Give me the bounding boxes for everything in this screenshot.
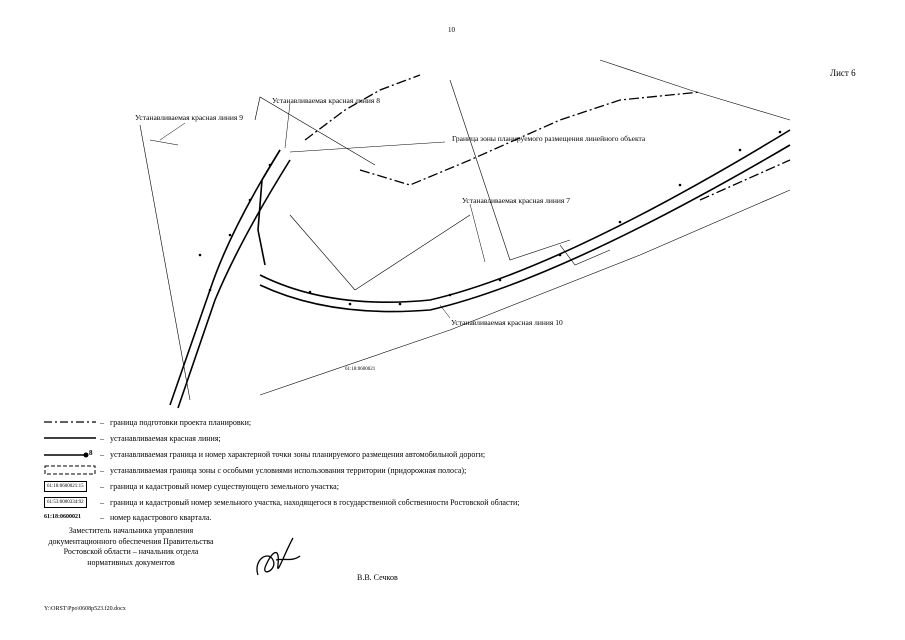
legend-item-existing-parcel: 61:18:0600021:15 –граница и кадастровый … bbox=[44, 480, 339, 492]
red-line-7-label: Устанавливаемая красная линия 7 bbox=[462, 196, 570, 205]
cadastral-block-label: 61:18:0600021 bbox=[345, 367, 376, 372]
legend-item-state-parcel: 61:53:0000334:92 –граница и кадастровый … bbox=[44, 496, 520, 508]
signer-position: Заместитель начальника управления докуме… bbox=[48, 526, 214, 567]
legend-item-project-boundary: –граница подготовки проекта планировки; bbox=[44, 417, 252, 427]
red-line-8-label: Устанавливаемая красная линия 8 bbox=[272, 96, 380, 105]
zone-boundary-label: Граница зоны планируемого размещения лин… bbox=[452, 134, 646, 143]
legend-item-characteristic-point: 8 –устанавливаемая граница и номер харак… bbox=[44, 448, 485, 460]
red-line-9-label: Устанавливаемая красная линия 9 bbox=[135, 113, 243, 122]
page-number: 10 bbox=[448, 26, 455, 34]
sheet-label: Лист 6 bbox=[830, 68, 856, 78]
footer-file-path: Y:\ORST\Ppo\0608p523.f20.docx bbox=[44, 606, 126, 612]
legend-item-roadside-zone: –устанавливаемая граница зоны с особыми … bbox=[44, 464, 466, 476]
red-line-10-label: Устанавливаемая красная линия 10 bbox=[451, 318, 563, 327]
legend-item-red-line: –устанавливаемая красная линия; bbox=[44, 433, 221, 443]
handwritten-signature bbox=[256, 537, 301, 576]
signer-name: В.В. Сечков bbox=[357, 573, 398, 582]
characteristic-points bbox=[198, 130, 782, 306]
legend-item-cadastral-block: 61:18:0600021 –номер кадастрового кварта… bbox=[44, 512, 212, 522]
svg-text:8: 8 bbox=[89, 449, 93, 457]
